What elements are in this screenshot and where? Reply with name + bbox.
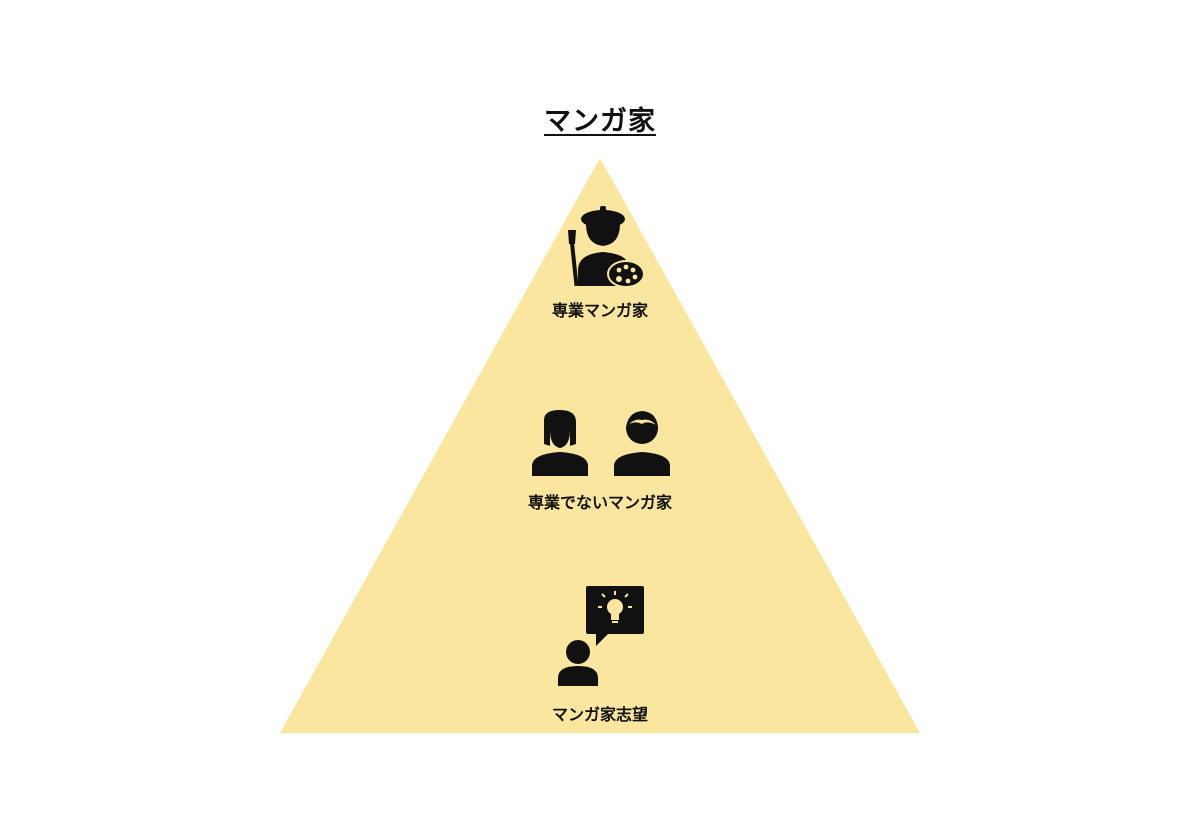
tier-label-non-professional: 専業でないマンガ家: [527, 493, 672, 512]
person-with-idea-bubble-icon: [558, 586, 644, 686]
woman-and-man-users-icon: [532, 410, 670, 476]
diagram-title: マンガ家: [500, 104, 700, 140]
tier-label-professional: 専業マンガ家: [551, 301, 648, 320]
tier-label-aspiring: マンガ家志望: [551, 705, 648, 724]
painter-artist-icon: [568, 206, 645, 288]
pyramid-triangle: [280, 158, 920, 733]
diagram-title-text: マンガ家: [544, 106, 656, 137]
